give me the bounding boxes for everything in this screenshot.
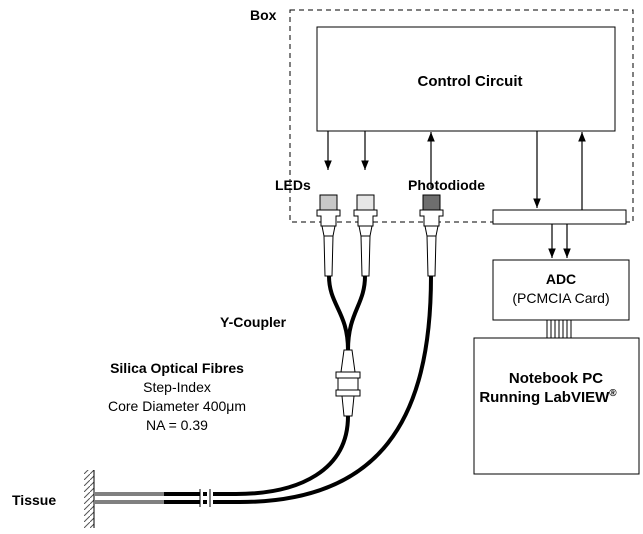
notebook-pc-block <box>473 337 640 475</box>
led-1 <box>316 194 341 277</box>
adc-subtitle: (PCMCIA Card) <box>512 290 609 306</box>
enclosure-box <box>289 9 634 223</box>
control-circuit-label: Control Circuit <box>418 73 523 90</box>
y-coupler <box>335 349 361 417</box>
tissue-surface <box>84 470 95 528</box>
control-circuit-block <box>316 26 616 132</box>
led-2 <box>353 194 378 277</box>
photodiode-label: Photodiode <box>408 177 485 193</box>
fibre-break-symbol <box>164 489 228 507</box>
led1-fibre <box>327 275 350 351</box>
interface-bus <box>492 209 627 225</box>
fibres-title: Silica Optical Fibres <box>110 360 244 376</box>
adc-title: ADC <box>546 271 576 287</box>
pc-label-software: Running LabVIEW <box>479 389 610 406</box>
tissue-label: Tissue <box>12 492 56 508</box>
fibres-line3: NA = 0.39 <box>146 417 208 433</box>
adc-block <box>492 259 630 321</box>
registered-mark: ® <box>609 388 617 399</box>
adc-pc-connector <box>546 320 572 338</box>
pc-label-line1: Notebook PC <box>509 370 603 387</box>
detection-fibre <box>228 275 433 504</box>
fibres-line2: Core Diameter 400μm <box>108 398 246 414</box>
box-label: Box <box>250 7 277 23</box>
pc-label-line2: Running LabVIEW® <box>479 388 617 406</box>
led2-fibre <box>346 275 367 351</box>
leds-label: LEDs <box>275 177 311 193</box>
fibres-core-diameter: Core Diameter 400 <box>108 398 226 414</box>
fibres-line1: Step-Index <box>143 379 211 395</box>
combined-fibre <box>228 415 350 496</box>
photodiode <box>419 194 444 277</box>
y-coupler-label: Y-Coupler <box>220 314 287 330</box>
fibres-core-unit: μm <box>226 398 246 414</box>
